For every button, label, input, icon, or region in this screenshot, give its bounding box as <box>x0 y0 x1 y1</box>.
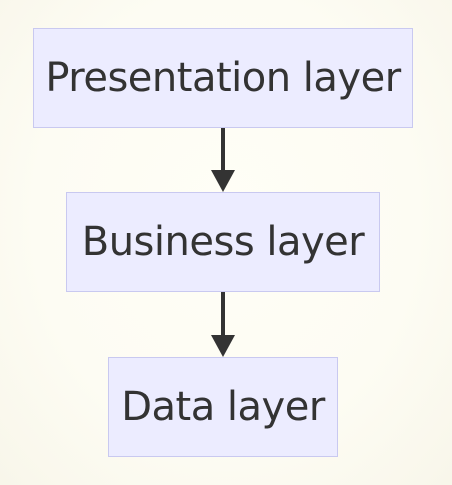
node-data-layer[interactable]: Data layer <box>108 357 338 457</box>
node-label: Business layer <box>81 219 365 265</box>
node-business-layer[interactable]: Business layer <box>66 192 380 292</box>
node-label: Data layer <box>121 384 325 430</box>
arrowhead-icon <box>211 170 235 192</box>
edge-business-to-data <box>211 292 235 357</box>
arrowhead-icon <box>211 335 235 357</box>
edge-presentation-to-business <box>211 128 235 192</box>
node-presentation-layer[interactable]: Presentation layer <box>33 28 413 128</box>
node-label: Presentation layer <box>45 55 401 101</box>
